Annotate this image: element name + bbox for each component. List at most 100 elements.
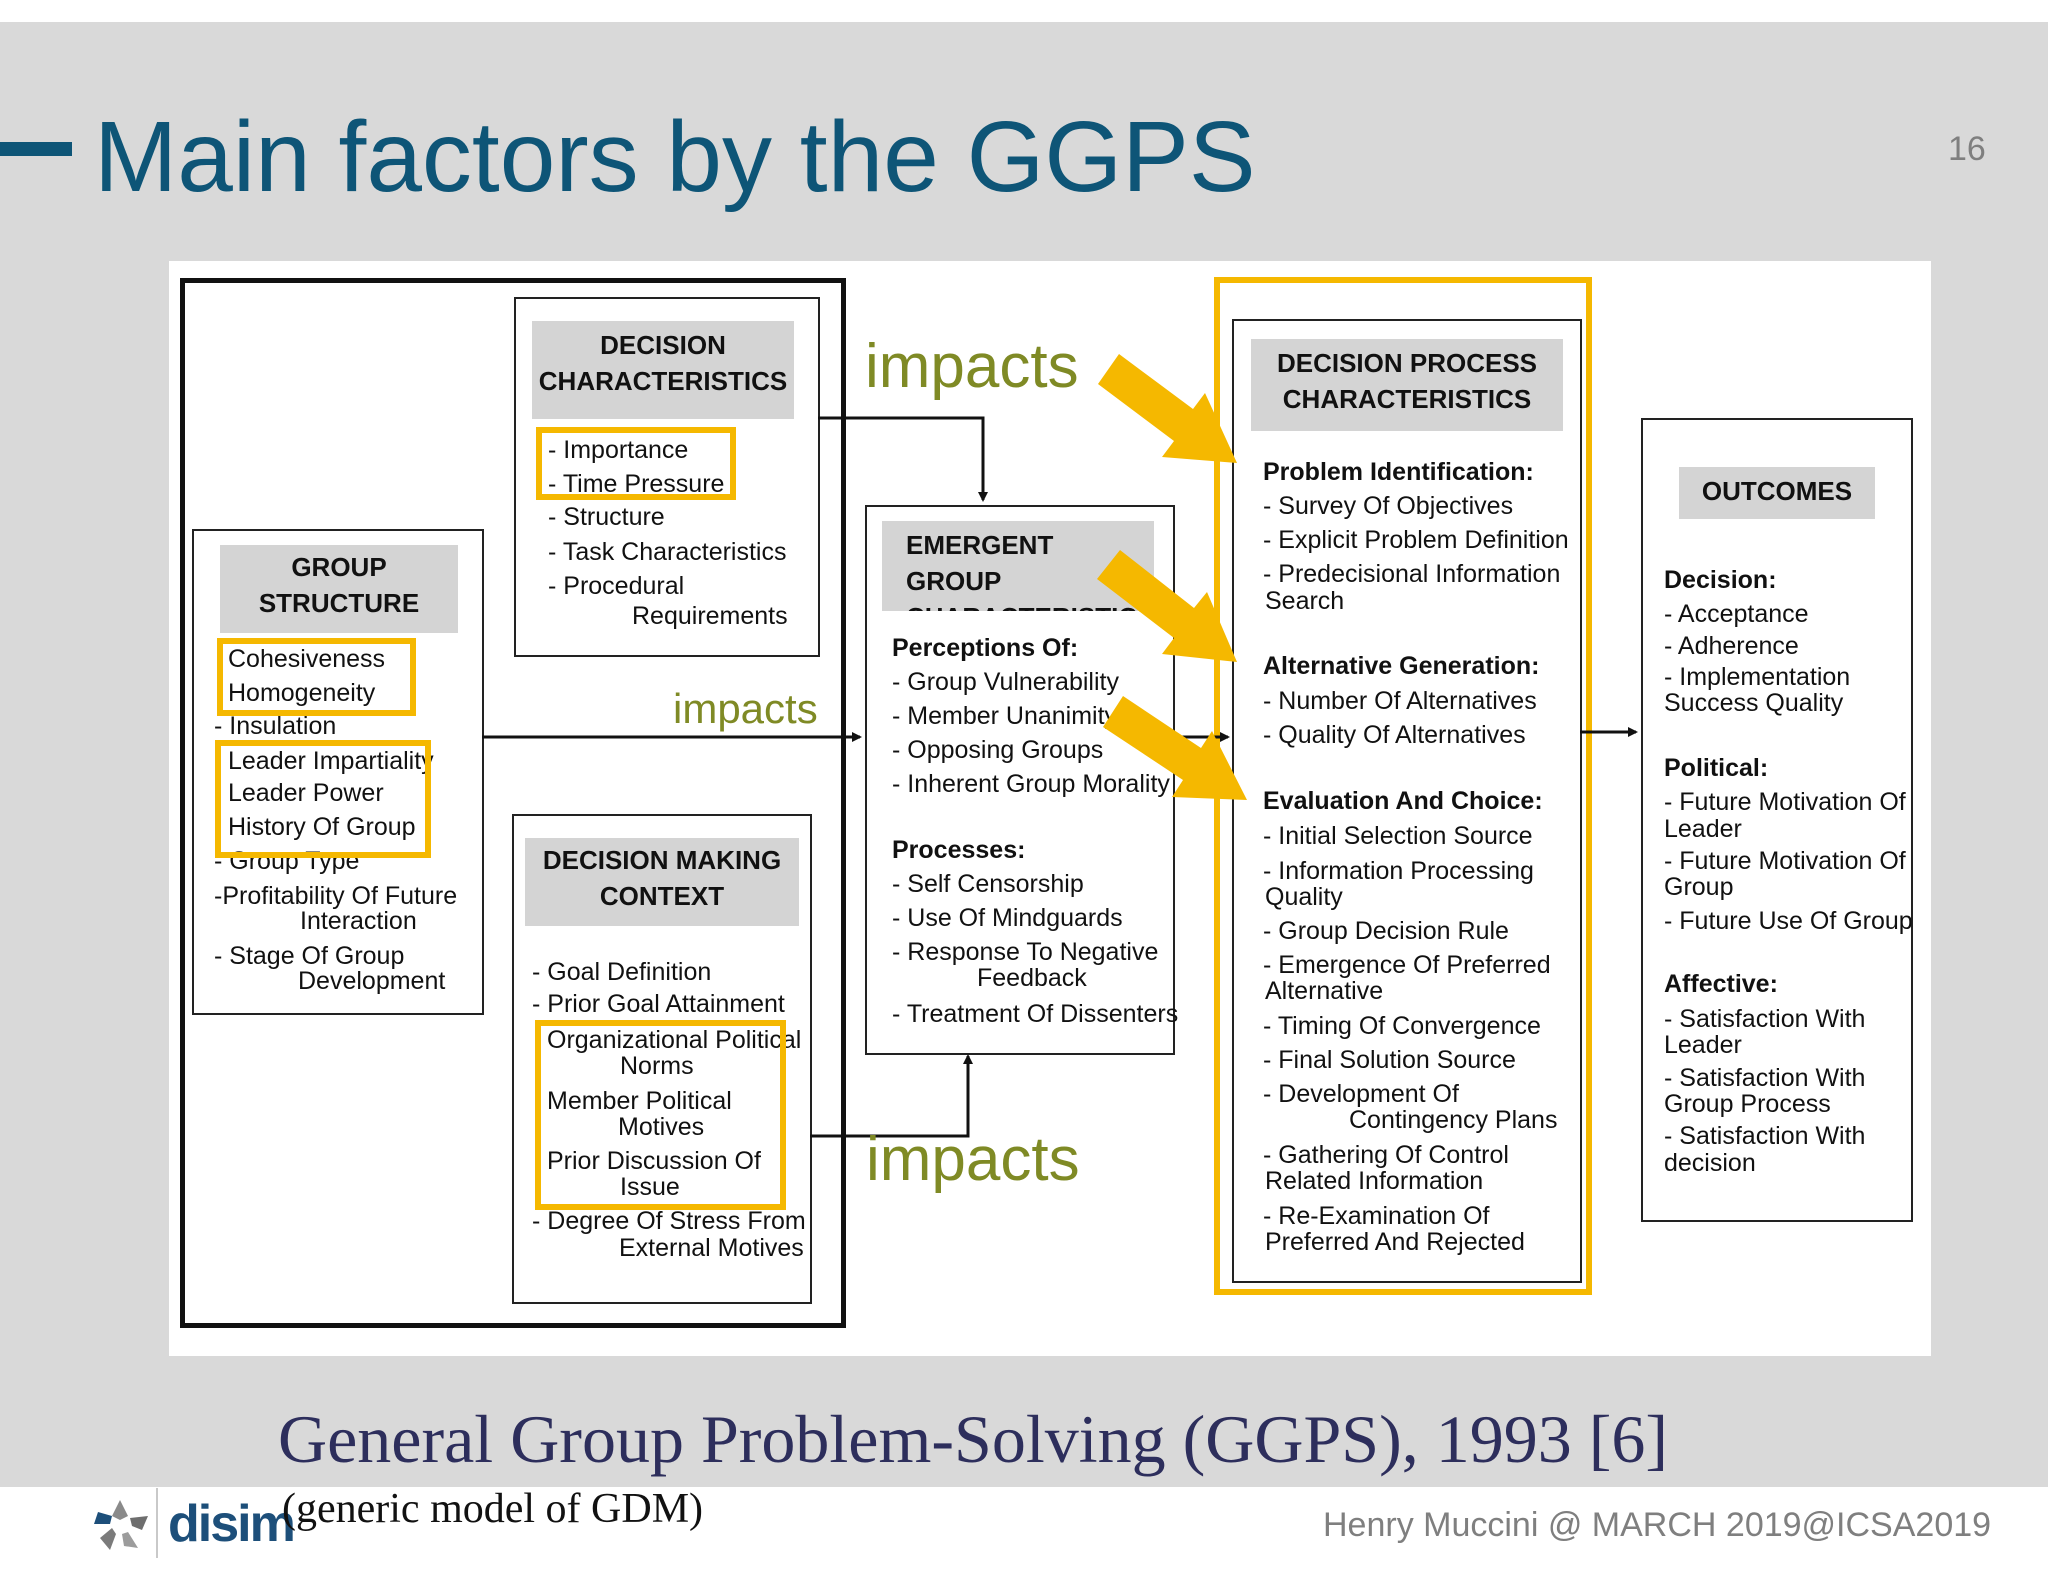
out-item: Affective:	[1664, 970, 1778, 998]
out-item: - Implementation	[1664, 663, 1851, 691]
dp-item: - Number Of Alternatives	[1263, 687, 1537, 715]
dmc-header-line1: DECISION MAKING	[542, 845, 782, 875]
eg-item: - Use Of Mindguards	[892, 904, 1123, 932]
out-item: - Future Motivation Of	[1664, 847, 1906, 875]
impacts-label-bottom: impacts	[866, 1125, 1080, 1194]
highlight-leader-history	[215, 740, 431, 858]
dp-item: Preferred And Rejected	[1265, 1228, 1525, 1256]
out-item: - Future Use Of Group	[1664, 907, 1913, 935]
impacts-label-middle: impacts	[673, 685, 818, 732]
highlight-political-factors	[535, 1020, 786, 1210]
dp-header-line2: CHARACTERISTICS	[1282, 384, 1532, 414]
eg-item: - Group Vulnerability	[892, 668, 1119, 696]
out-item: Group Process	[1664, 1090, 1831, 1118]
dp-item: Alternative	[1265, 977, 1384, 1005]
dmc-item: Prior Discussion Of	[547, 1147, 761, 1175]
out-item: Leader	[1664, 1031, 1742, 1059]
out-item: - Future Motivation Of	[1664, 788, 1906, 816]
dmc-item: Issue	[620, 1173, 680, 1201]
eg-item: - Inherent Group Morality	[892, 770, 1170, 798]
out-item: Leader	[1664, 815, 1742, 843]
yellow-arrow-alternative-generation	[1097, 550, 1237, 662]
dmc-item: External Motives	[619, 1234, 804, 1262]
arrow-decision-char-to-emergent	[818, 416, 988, 502]
gs-item: - Stage Of Group	[214, 942, 405, 970]
dc-item: - Importance	[548, 436, 689, 464]
inputs-frame	[180, 278, 846, 1328]
dp-item: - Emergence Of Preferred	[1263, 951, 1551, 979]
dc-item: - Task Characteristics	[548, 538, 787, 566]
impact-arrows	[1097, 354, 1247, 800]
dp-item: - Re-Examination Of	[1263, 1202, 1490, 1230]
gs-item: Leader Impartiality	[228, 747, 434, 775]
dp-item: Search	[1265, 587, 1345, 615]
gs-item: Leader Power	[228, 779, 384, 807]
out-item: - Satisfaction With	[1664, 1064, 1866, 1092]
dmc-item: - Degree Of Stress From	[532, 1207, 806, 1235]
gs-item: Cohesiveness	[228, 645, 386, 673]
dp-item: - Survey Of Objectives	[1263, 492, 1514, 520]
gs-item: Interaction	[300, 907, 417, 935]
gs-item: Homogeneity	[228, 679, 376, 707]
dc-item: - Procedural	[548, 572, 685, 600]
dc-item: - Time Pressure	[548, 470, 725, 498]
group-structure-header-line2: STRUCTURE	[258, 588, 420, 618]
dp-item: Evaluation And Choice:	[1263, 787, 1543, 815]
dmc-item: Organizational Political	[547, 1026, 802, 1054]
eg-item: - Opposing Groups	[892, 736, 1104, 764]
dc-header-line1: DECISION	[600, 330, 726, 360]
slide-footer: Henry Muccini @ MARCH 2019@ICSA2019	[1323, 1506, 1992, 1544]
figure-caption: General Group Problem-Solving (GGPS), 19…	[278, 1401, 1669, 1477]
out-item: Group	[1664, 873, 1734, 901]
out-item: decision	[1664, 1149, 1756, 1177]
dmc-item: - Goal Definition	[532, 958, 712, 986]
dmc-item: - Prior Goal Attainment	[532, 990, 785, 1018]
out-item: - Satisfaction With	[1664, 1122, 1866, 1150]
dmc-item: Member Political	[547, 1087, 732, 1115]
group-structure-header: GROUP STRUCTURE	[220, 545, 458, 633]
dp-item: Related Information	[1265, 1167, 1484, 1195]
dp-item: - Final Solution Source	[1263, 1046, 1516, 1074]
yellow-arrow-problem-identification	[1098, 354, 1237, 463]
disim-logo-icon	[94, 1500, 148, 1550]
dc-header-line2: CHARACTERISTICS	[538, 366, 788, 396]
highlight-importance-time-pressure	[536, 427, 736, 500]
dp-item: - Gathering Of Control	[1263, 1141, 1509, 1169]
out-item: Success Quality	[1664, 689, 1844, 717]
dp-item: Quality	[1265, 883, 1343, 911]
gs-item: Development	[298, 967, 446, 995]
out-item: - Acceptance	[1664, 600, 1809, 628]
disim-logo-text: disim	[168, 1495, 296, 1553]
gs-item: History Of Group	[228, 813, 416, 841]
out-item: Political:	[1664, 754, 1769, 782]
eg-item: Perceptions Of:	[892, 634, 1079, 662]
connector-arrows	[482, 416, 1638, 1138]
dc-item: Requirements	[632, 602, 788, 630]
eg-header-line1: EMERGENT GROUP	[906, 530, 1054, 596]
outcomes-box	[1641, 418, 1913, 1222]
dp-item: - Explicit Problem Definition	[1263, 526, 1569, 554]
dmc-item: Motives	[618, 1113, 705, 1141]
dp-item: - Group Decision Rule	[1263, 917, 1509, 945]
dp-item: Problem Identification:	[1263, 458, 1534, 486]
dp-item: Contingency Plans	[1349, 1106, 1558, 1134]
dp-item: - Predecisional Information	[1263, 560, 1561, 588]
outcomes-header: OUTCOMES	[1679, 467, 1875, 519]
out-item: Decision:	[1664, 566, 1777, 594]
gs-item: -Profitability Of Future	[214, 882, 458, 910]
figure-subcaption: (generic model of GDM)	[282, 1486, 704, 1532]
dmc-item: Norms	[620, 1052, 694, 1080]
eg-item: - Member Unanimity	[892, 702, 1118, 730]
eg-item: - Self Censorship	[892, 870, 1084, 898]
outcomes-header-line1: OUTCOMES	[1701, 476, 1853, 506]
dp-item: Alternative Generation:	[1263, 652, 1540, 680]
gs-item: - Group Type	[214, 847, 360, 875]
slide-title: Main factors by the GGPS	[94, 101, 1256, 213]
eg-header-line2: CHARACTERISTICS	[906, 599, 1154, 611]
eg-item: - Treatment Of Dissenters	[892, 1000, 1179, 1028]
dp-header-line1: DECISION PROCESS	[1276, 348, 1538, 378]
impacts-label-top: impacts	[865, 332, 1079, 401]
eg-item: Processes:	[892, 836, 1026, 864]
arrow-context-to-emergent	[810, 1054, 973, 1138]
